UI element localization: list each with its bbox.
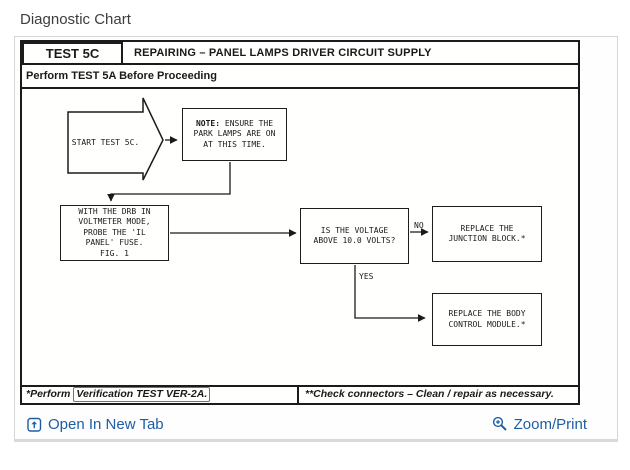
subheader-divider: [22, 87, 578, 89]
open-in-new-tab-label: Open In New Tab: [48, 415, 164, 433]
chart-title: REPAIRING – PANEL LAMPS DRIVER CIRCUIT S…: [134, 47, 432, 59]
branch-label-no: NO: [414, 221, 424, 230]
footnote-right: **Check connectors – Clean / repair as n…: [305, 388, 554, 400]
open-in-new-tab-icon: [27, 417, 42, 432]
node-start-label: START TEST 5C.: [71, 138, 140, 147]
node-note-text: NOTE: ENSURE THE PARK LAMPS ARE ON AT TH…: [193, 118, 276, 149]
open-in-new-tab-link[interactable]: Open In New Tab: [27, 416, 164, 433]
test-id-box: TEST 5C: [22, 42, 123, 65]
footnote-left-prefix: *Perform: [26, 388, 71, 400]
node-replace-body-control-module: REPLACE THE BODY CONTROL MODULE.*: [432, 293, 542, 346]
node-note: NOTE: ENSURE THE PARK LAMPS ARE ON AT TH…: [182, 108, 287, 161]
node-start: START TEST 5C.: [68, 112, 143, 173]
start-arrow-shape: [67, 97, 164, 181]
node-voltage-question: IS THE VOLTAGE ABOVE 10.0 VOLTS?: [300, 208, 409, 264]
note-keyword: NOTE:: [195, 118, 221, 128]
zoom-print-label: Zoom/Print: [513, 415, 587, 433]
chart-toolbar: Open In New Tab Zoom/Print: [27, 411, 587, 437]
zoom-print-link[interactable]: Zoom/Print: [492, 416, 587, 433]
node-probe: WITH THE DRB IN VOLTMETER MODE, PROBE TH…: [60, 205, 169, 261]
footnote-cell-divider: [297, 385, 299, 403]
header-divider: [22, 63, 578, 65]
chart-subtitle: Perform TEST 5A Before Proceeding: [26, 70, 217, 82]
diagnostic-chart-panel: TEST 5C REPAIRING – PANEL LAMPS DRIVER C…: [14, 36, 618, 442]
test-id-label: TEST 5C: [45, 46, 100, 61]
zoom-print-icon: [492, 416, 507, 431]
page-title: Diagnostic Chart: [20, 11, 131, 28]
flowchart: TEST 5C REPAIRING – PANEL LAMPS DRIVER C…: [20, 40, 580, 405]
footnote-divider: [22, 385, 578, 387]
flowchart-connectors: [67, 97, 429, 322]
verification-test-link[interactable]: Verification TEST VER-2A.: [73, 387, 211, 402]
branch-label-yes: YES: [359, 272, 374, 281]
node-replace-junction-block: REPLACE THE JUNCTION BLOCK.*: [432, 206, 542, 262]
